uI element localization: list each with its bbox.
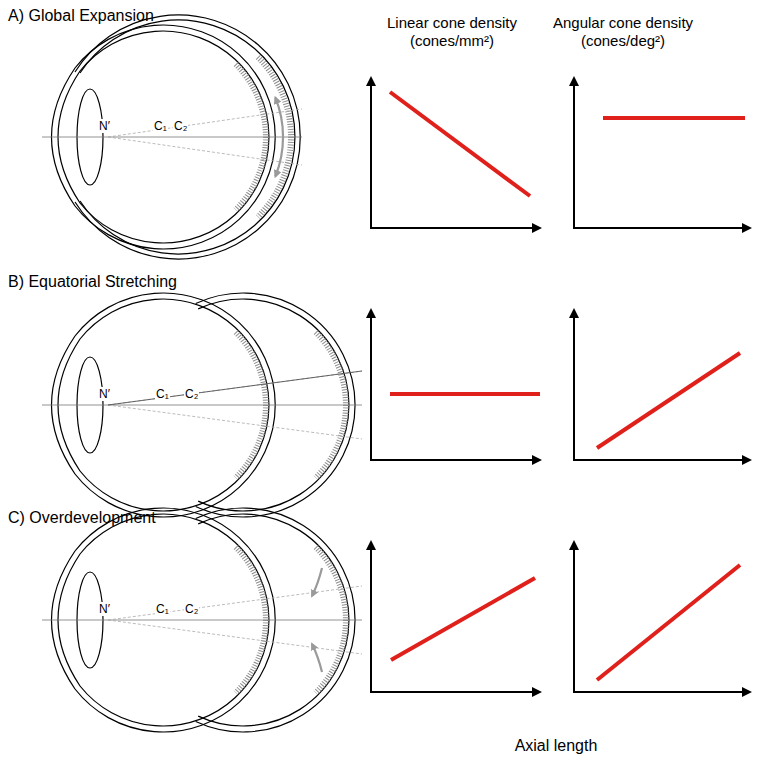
axis-title: Axial length [476, 736, 636, 755]
panel-title: A) Global Expansion [8, 6, 154, 25]
point-label: C₂ [173, 119, 188, 133]
panel-title: B) Equatorial Stretching [8, 272, 177, 291]
point-label: C₁ [155, 602, 170, 616]
eye-global-expansion [42, 15, 302, 259]
point-label: C₁ [153, 119, 168, 133]
trend-lines [390, 92, 745, 680]
axis-title: Angular cone density (cones/deg²) [540, 14, 706, 50]
eye-equatorial-stretching [42, 293, 362, 517]
panel-title: C) Overdevelopment [8, 508, 156, 527]
point-label: C₂ [184, 387, 199, 401]
axis-title: Linear cone density (cones/mm²) [372, 14, 532, 50]
point-label: C₂ [184, 602, 199, 616]
graph-axes [371, 78, 750, 693]
point-label: C₁ [155, 387, 170, 401]
point-label: N′ [98, 119, 111, 133]
eye-overdevelopment [42, 508, 362, 732]
point-label: N′ [98, 387, 111, 401]
point-label: N′ [98, 602, 111, 616]
